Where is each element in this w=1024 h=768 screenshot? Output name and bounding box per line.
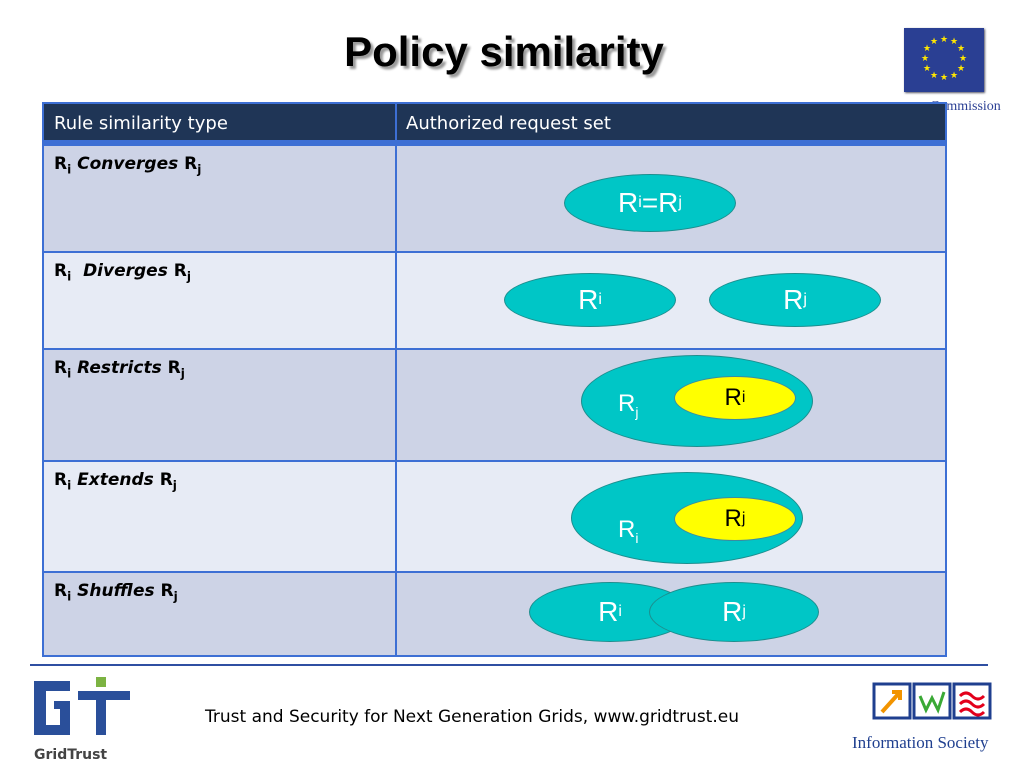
svg-text:★: ★	[950, 37, 958, 47]
slide-title: Policy similarity	[344, 28, 664, 75]
svg-text:★: ★	[930, 37, 938, 47]
rule-label: Ri Extends Rj	[54, 470, 177, 493]
svg-text:★: ★	[957, 64, 965, 74]
footer-divider	[30, 664, 988, 666]
similarity-table: Rule similarity type Authorized request …	[42, 102, 947, 657]
restricts-outer-label: Rj	[618, 390, 639, 420]
header-rule-type: Rule similarity type	[54, 113, 228, 134]
svg-text:★: ★	[957, 44, 965, 54]
information-society-logo	[872, 682, 992, 720]
header-request-set: Authorized request set	[406, 113, 611, 134]
extends-outer-label: Ri	[618, 516, 639, 546]
rule-label: Ri Shuffles Rj	[54, 581, 178, 604]
rule-label: Ri Diverges Rj	[54, 261, 191, 284]
eu-flag-logo: ★★★ ★★★ ★★★ ★★★	[904, 28, 984, 92]
eu-commission-text: Commission	[930, 99, 1001, 114]
information-society-text: Information Society	[852, 733, 989, 752]
svg-text:★: ★	[930, 71, 938, 81]
column-divider	[395, 104, 397, 655]
gridtrust-logo-text: GridTrust	[34, 747, 107, 763]
svg-text:★: ★	[923, 64, 931, 74]
svg-text:★: ★	[950, 71, 958, 81]
svg-text:★: ★	[921, 54, 929, 64]
svg-text:★: ★	[923, 44, 931, 54]
eu-stars-icon: ★★★ ★★★ ★★★ ★★★	[921, 35, 967, 83]
footer-text: Trust and Security for Next Generation G…	[205, 707, 739, 727]
svg-text:★: ★	[959, 54, 967, 64]
rule-label: Ri Converges Rj	[54, 154, 202, 177]
gridtrust-logo: GridTrust	[34, 677, 130, 763]
svg-text:★: ★	[940, 35, 948, 45]
table-header: Rule similarity type Authorized request …	[44, 104, 945, 144]
rule-label: Ri Restricts Rj	[54, 358, 185, 381]
svg-text:★: ★	[940, 73, 948, 83]
